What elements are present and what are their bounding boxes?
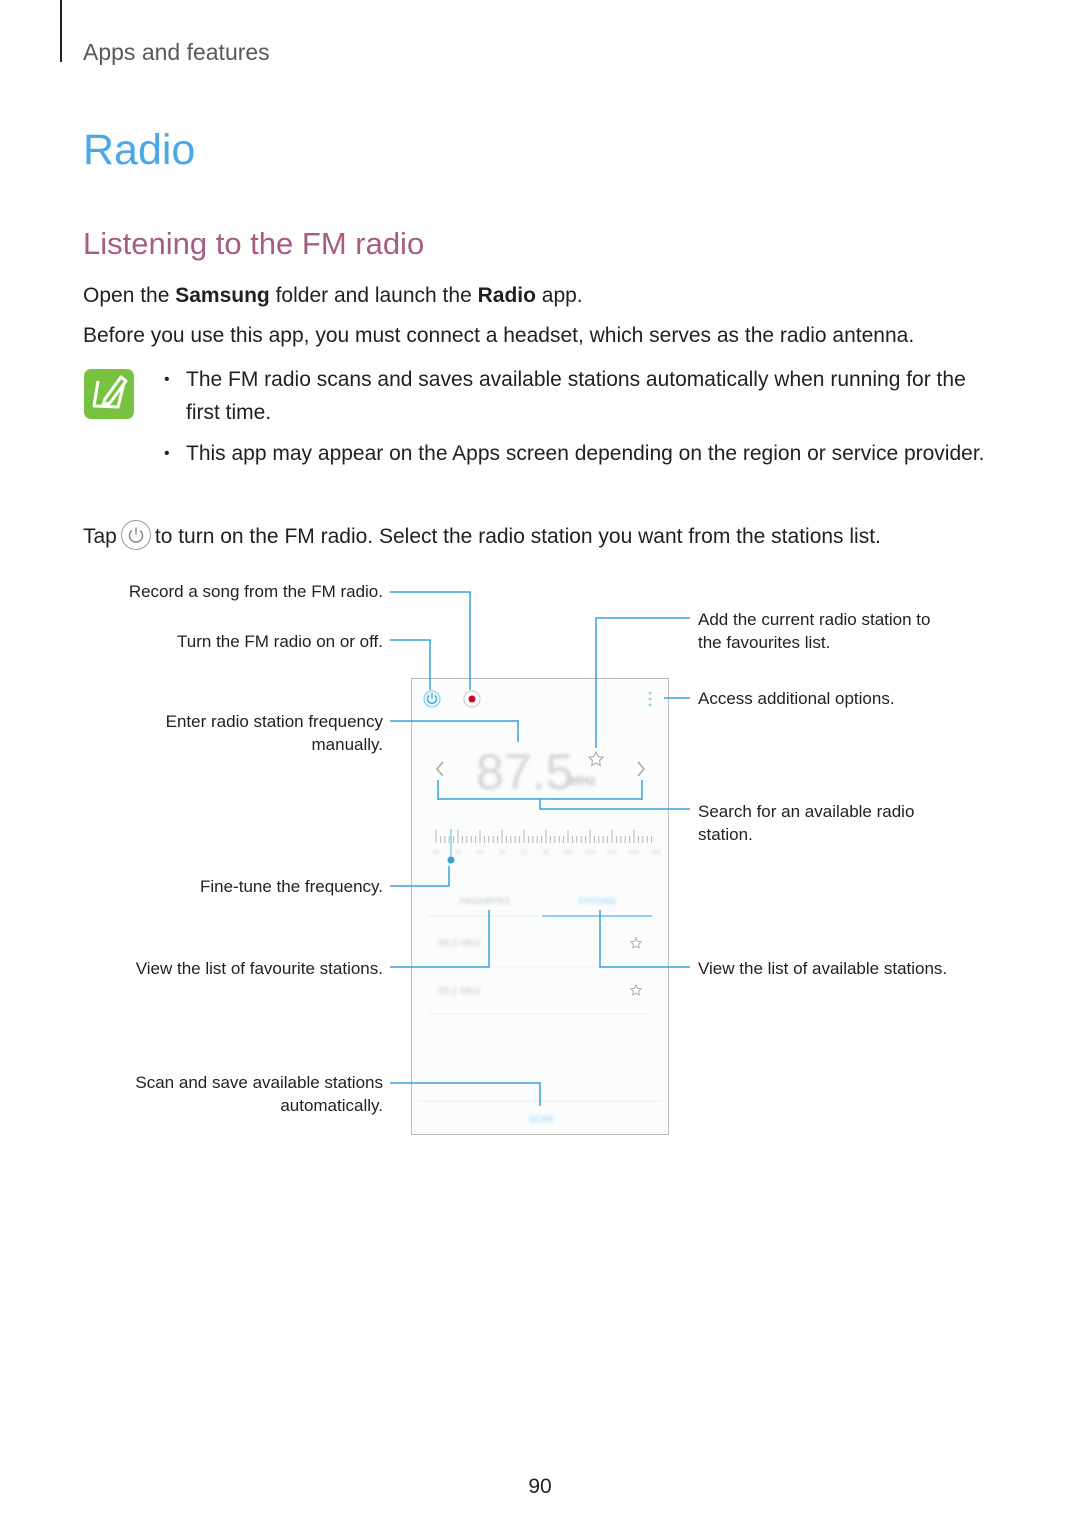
leader-scan [390, 1082, 541, 1106]
frequency-display: 87.5 [476, 744, 573, 800]
tuner-knob [447, 856, 455, 864]
note-item: The FM radio scans and saves available s… [164, 363, 1004, 429]
tuner-tick-label: 106 [629, 850, 640, 856]
page-number: 90 [528, 1475, 552, 1498]
favourite-star-icon [587, 750, 605, 767]
page-title: Radio [83, 126, 196, 174]
station-star-icon [629, 983, 643, 996]
callout-power: Turn the FM radio on or off. [177, 632, 383, 651]
radio-app-screenshot: 87.5 MHz 88 90 92 94 96 98 100 102 104 106 108 FAV… [411, 678, 669, 1135]
callout-stations-list: View the list of available stations. [698, 959, 948, 978]
leader-power [390, 639, 431, 690]
note-pencil-icon [83, 368, 135, 420]
tuner-tick-label: 102 [585, 850, 596, 856]
open-app-instruction: Open the Samsung folder and launch the R… [83, 284, 583, 307]
more-options-icon [648, 691, 652, 707]
callout-record: Record a song from the FM radio. [128, 582, 383, 601]
tab-favourites: FAVOURITES [460, 897, 510, 906]
frequency-tick-labels: 88 90 92 94 96 98 100 102 104 106 108 [433, 850, 662, 856]
frequency-tuner [435, 830, 653, 843]
tuner-tick-label: 98 [543, 850, 550, 856]
leader-favourites-list [390, 910, 490, 968]
callout-favourites-list: View the list of favourite stations. [135, 959, 383, 978]
tuner-tick-label: 104 [607, 850, 618, 856]
tuner-tick-label: 94 [499, 850, 506, 856]
tuner-tick-label: 88 [433, 850, 440, 856]
power-button-icon [423, 690, 441, 708]
callout-finetune: Fine-tune the frequency. [199, 877, 383, 896]
tuner-tick-label: 90 [455, 850, 462, 856]
callout-options: Access additional options. [698, 689, 895, 708]
leader-finetune [390, 866, 450, 887]
leader-record [390, 591, 471, 690]
frequency-unit: MHz [569, 773, 596, 788]
tab-stations: STATIONS [578, 897, 617, 906]
leader-search [539, 799, 690, 810]
section-label: Apps and features [83, 39, 270, 65]
header-rule [60, 0, 62, 62]
bracket-station-nav [437, 780, 643, 800]
station-row-1: 88.5 MHz [438, 938, 481, 949]
note-item: This app may appear on the Apps screen d… [164, 437, 1004, 470]
station-row-2: 89.1 MHz [438, 986, 481, 997]
next-station-icon [637, 761, 645, 777]
station-star-icon [629, 936, 643, 949]
subheading: Listening to the FM radio [83, 226, 425, 261]
tuner-tick-label: 100 [563, 850, 574, 856]
tuner-tick-label: 108 [651, 850, 662, 856]
antenna-instruction: Before you use this app, you must connec… [83, 324, 915, 347]
note-list: The FM radio scans and saves available s… [164, 363, 1004, 478]
record-button-icon [463, 690, 481, 708]
leader-stations-list [599, 910, 690, 968]
leader-add-favourite [595, 617, 690, 748]
scan-button: SCAN [528, 1114, 553, 1124]
tuner-tick-label: 92 [477, 850, 484, 856]
leader-frequency [390, 720, 519, 742]
previous-station-icon [436, 761, 444, 777]
power-icon [120, 520, 151, 551]
tuner-tick-label: 96 [521, 850, 528, 856]
